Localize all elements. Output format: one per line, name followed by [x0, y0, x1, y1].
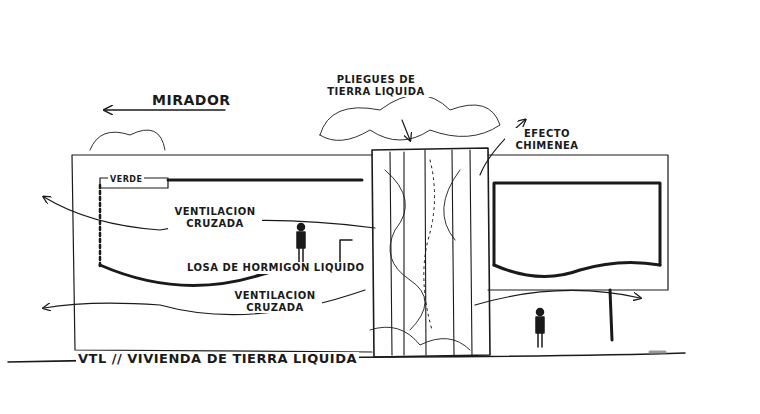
chimney-label: EFECTO CHIMENEA: [505, 128, 589, 151]
folds-label: PLIEGUES DE TIERRA LIQUIDA: [318, 74, 434, 97]
caption-text: VTL // VIVIENDA DE TIERRA LIQUIDA: [76, 352, 359, 367]
ventilation-label: VENTILACION CRUZADA: [168, 206, 262, 229]
slab-label: LOSA DE HORMIGON LIQUIDO: [185, 262, 367, 274]
ventilation-label: VENTILACION CRUZADA: [228, 290, 322, 313]
view-label: MIRADOR: [150, 92, 233, 108]
green-label: VERDE: [108, 175, 144, 184]
